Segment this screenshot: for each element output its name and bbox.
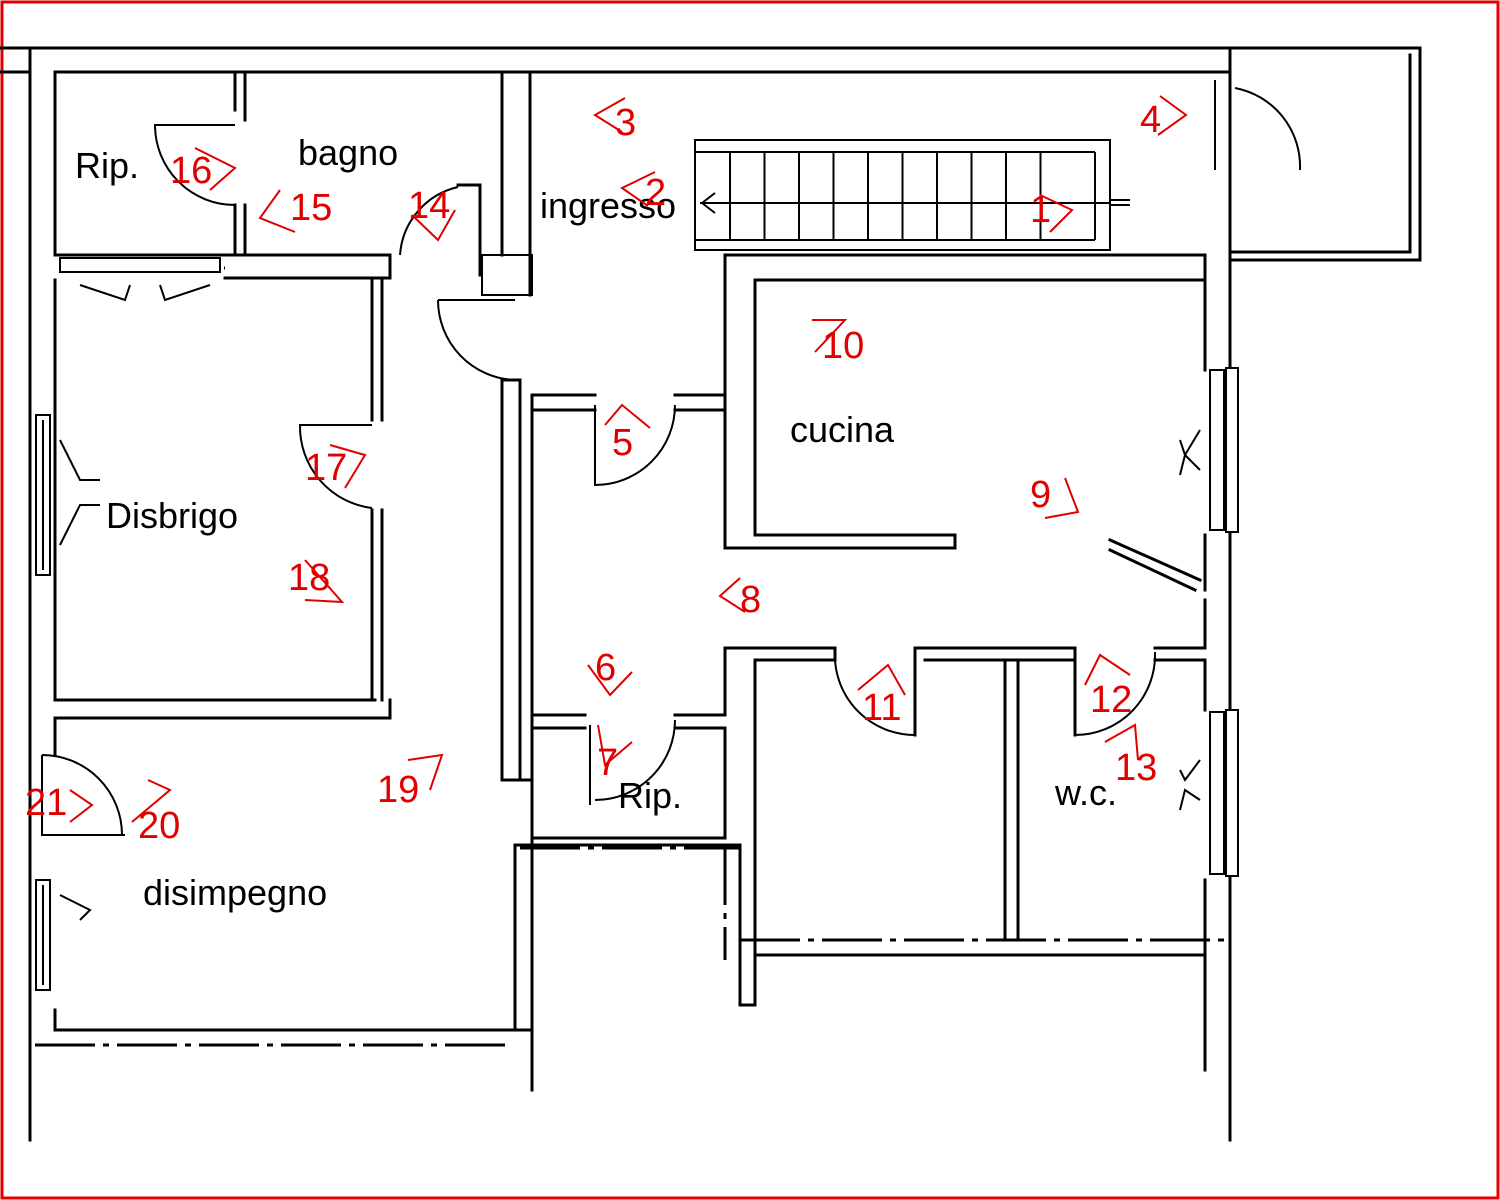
viewpoint-marker: 12 <box>1084 653 1132 721</box>
viewpoint-marker: 5 <box>604 403 651 464</box>
viewpoint-marker: 9 <box>1030 474 1080 519</box>
viewpoint-number: 17 <box>305 447 347 489</box>
viewpoint-arrow-icon <box>131 779 172 823</box>
stair-risers <box>729 152 1042 240</box>
room-label-cucina: cucina <box>790 409 895 450</box>
stair-arrow-icon <box>700 192 716 214</box>
viewpoint-marker: 21 <box>25 782 94 824</box>
viewpoint-number: 14 <box>408 185 450 227</box>
viewpoint-marker: 10 <box>812 319 864 367</box>
viewpoint-number: 10 <box>822 325 864 367</box>
viewpoint-arrow-icon <box>258 189 296 233</box>
walls <box>0 46 1422 1142</box>
viewpoint-arrow-icon <box>1084 653 1131 686</box>
viewpoint-arrow-icon <box>194 147 237 191</box>
room-label-disbrigo: Disbrigo <box>106 495 238 536</box>
viewpoint-number: 2 <box>645 172 666 214</box>
viewpoint-marker: 7 <box>597 724 633 784</box>
viewpoint-number: 21 <box>25 782 67 824</box>
viewpoint-marker: 3 <box>593 97 636 144</box>
viewpoint-number: 16 <box>170 150 212 192</box>
viewpoint-arrow-icon <box>329 444 367 489</box>
viewpoint-arrow-icon <box>1104 723 1139 761</box>
doors <box>41 80 1302 836</box>
viewpoint-arrow-icon <box>620 171 656 207</box>
viewpoint-number: 3 <box>615 102 636 144</box>
viewpoint-arrow-icon <box>411 209 456 242</box>
viewpoint-marker: 18 <box>288 557 345 604</box>
viewpoint-number: 5 <box>612 422 633 464</box>
viewpoint-arrow-icon <box>1039 194 1074 233</box>
viewpoint-number: 9 <box>1030 474 1051 516</box>
viewpoint-number: 20 <box>138 805 180 847</box>
viewpoint-number: 13 <box>1115 747 1157 789</box>
viewpoint-arrow-icon <box>407 753 444 791</box>
section-lines <box>35 266 1230 1047</box>
room-label-rip-mid: Rip. <box>618 775 682 816</box>
room-label-disimpegno: disimpegno <box>143 872 327 913</box>
viewpoint-marker: 6 <box>587 647 633 697</box>
viewpoint-number: 12 <box>1090 679 1132 721</box>
viewpoint-arrow-icon <box>812 319 848 353</box>
viewpoint-number: 15 <box>290 187 332 229</box>
viewpoint-arrow-icon <box>1044 477 1080 519</box>
viewpoint-marker: 16 <box>170 147 237 192</box>
viewpoint-marker: 1 <box>1030 189 1074 233</box>
viewpoint-marker: 4 <box>1140 95 1188 141</box>
viewpoint-number: 19 <box>377 769 419 811</box>
viewpoint-marker: 11 <box>857 663 906 729</box>
viewpoint-number: 4 <box>1140 99 1161 141</box>
viewpoint-arrow-icon <box>604 403 651 429</box>
viewpoint-number: 7 <box>597 742 618 784</box>
viewpoint-marker: 8 <box>718 577 761 621</box>
viewpoint-marker: 17 <box>305 444 367 489</box>
windows <box>35 257 1239 991</box>
viewpoint-arrow-icon <box>69 789 94 823</box>
viewpoint-number: 6 <box>595 647 616 689</box>
viewpoint-number: 18 <box>288 557 330 599</box>
room-label-ingresso: ingresso <box>540 185 676 226</box>
viewpoint-number: 11 <box>862 687 901 729</box>
viewpoint-arrow-icon <box>304 559 345 604</box>
viewpoint-arrow-icon <box>597 724 633 767</box>
viewpoint-marker: 19 <box>377 753 444 811</box>
viewpoint-number: 8 <box>740 579 761 621</box>
viewpoint-marker: 13 <box>1104 723 1157 789</box>
viewpoint-arrow-icon <box>1157 95 1188 136</box>
viewpoint-marker: 14 <box>408 185 456 242</box>
room-label-rip-top: Rip. <box>75 145 139 186</box>
viewpoint-arrow-icon <box>718 577 746 613</box>
viewpoint-arrow-icon <box>857 663 906 696</box>
viewpoint-number: 1 <box>1030 189 1051 231</box>
viewpoint-marker: 20 <box>131 779 180 847</box>
viewpoint-marker: 2 <box>620 171 666 214</box>
viewpoint-arrow-icon <box>593 97 626 133</box>
viewpoint-arrow-icon <box>587 664 633 697</box>
room-label-wc: w.c. <box>1054 772 1117 813</box>
viewpoint-marker: 15 <box>258 187 332 233</box>
room-label-bagno: bagno <box>298 132 398 173</box>
